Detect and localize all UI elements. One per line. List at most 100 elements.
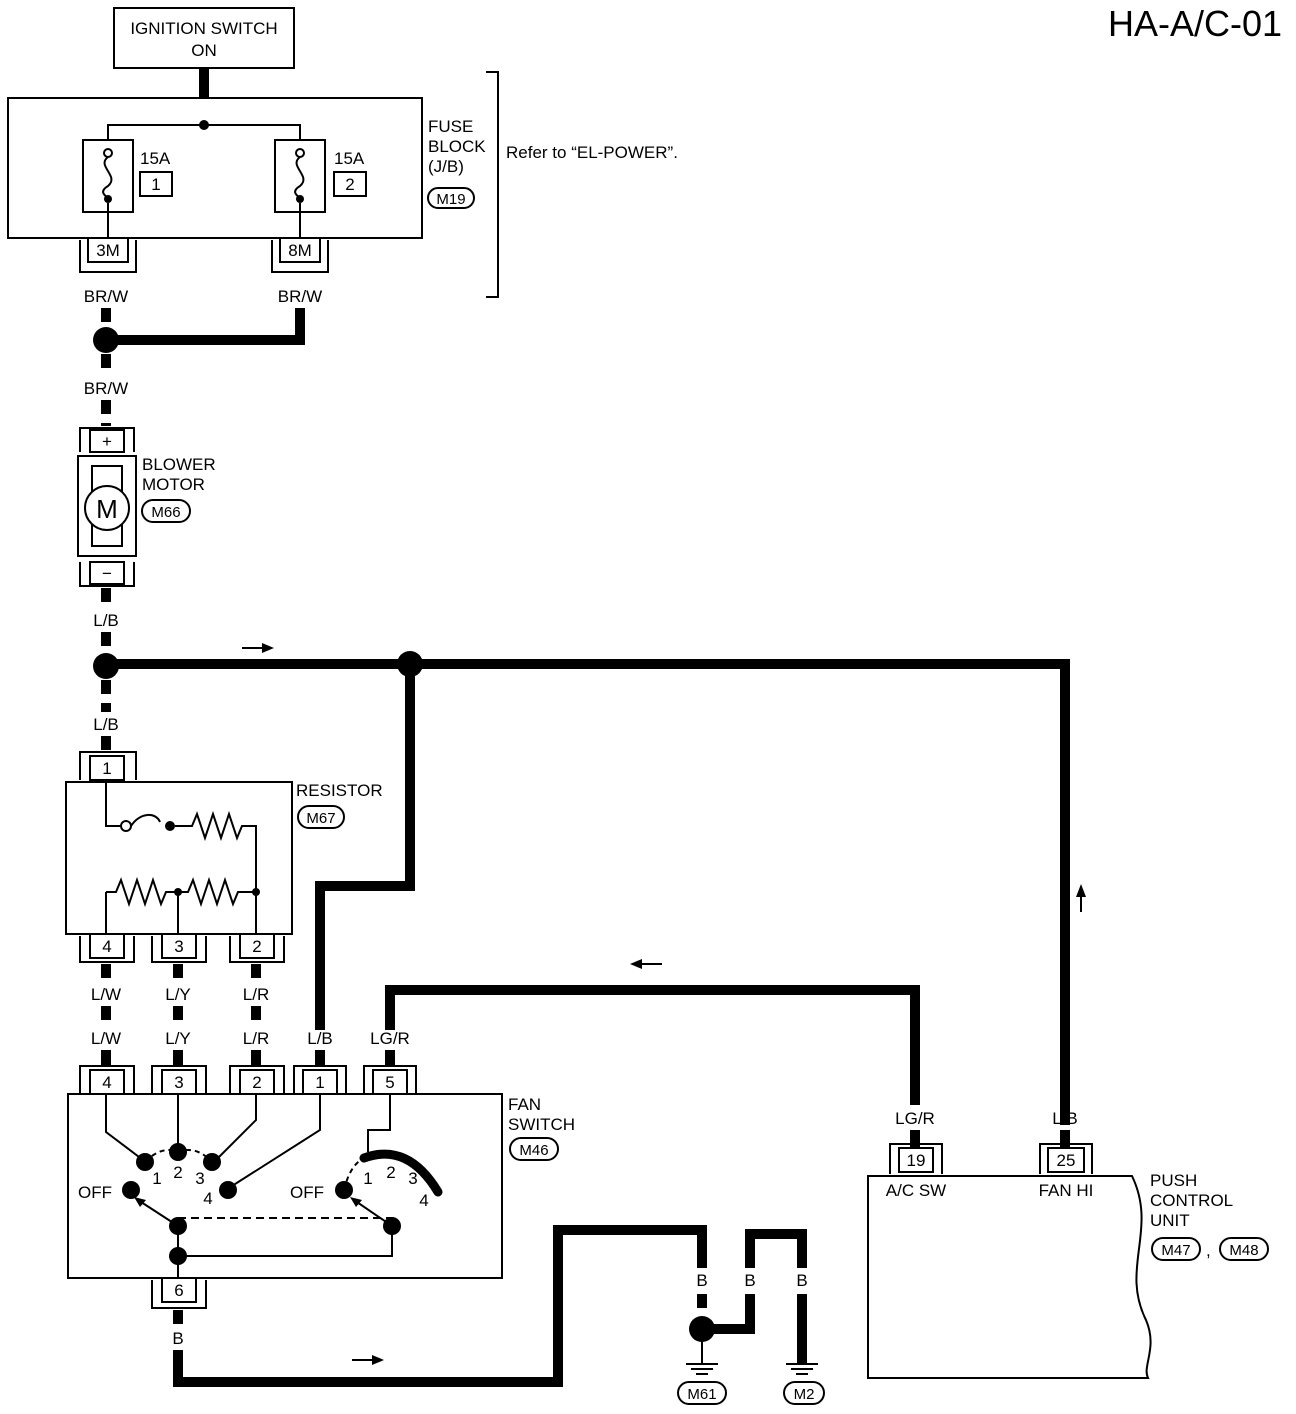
wire-label-brw-left: BR/W <box>84 287 128 306</box>
fuse-block-bracket <box>486 71 499 298</box>
blower-motor-connector: M66 <box>151 504 180 521</box>
wire-label-ly-bottom: L/Y <box>165 1029 191 1048</box>
wire-label-b-1: B <box>696 1271 707 1290</box>
wire-brw-right <box>106 308 305 345</box>
terminal-8M: 8M <box>288 241 312 260</box>
fuse-block-label-2: BLOCK <box>428 137 486 156</box>
thermal-fuse-right <box>165 821 175 831</box>
fuse-block-connector: M19 <box>436 191 465 208</box>
resistor-pin-1: 1 <box>102 759 111 778</box>
ignition-switch: IGNITION SWITCH ON <box>113 7 295 69</box>
wire-lb-to-fan-switch <box>315 664 415 1030</box>
fan-switch-pin-6: 6 <box>174 1281 183 1300</box>
wire-label-lb-unit: L/B <box>1052 1109 1078 1128</box>
fan-switch-pos-2: 2 <box>173 1163 182 1182</box>
fan-switch: 4 3 2 1 5 1 2 3 4 OFF <box>67 1065 575 1309</box>
wire-label-lb-resistor: L/B <box>93 715 119 734</box>
ground-symbol-m61: M61 <box>677 1363 727 1405</box>
fan-switch-pin-4: 4 <box>102 1073 111 1092</box>
fuse-2-number: 2 <box>345 175 354 194</box>
fuse-block-label-3: (J/B) <box>428 157 464 176</box>
fan-switch-r-pos-4: 4 <box>419 1191 428 1210</box>
fan-switch-r-pos-2: 2 <box>386 1163 395 1182</box>
resistor-pin-2: 2 <box>252 937 261 956</box>
ground-m2-label: M2 <box>794 1386 815 1403</box>
push-control-body <box>867 1175 1152 1379</box>
resistor-pin-4: 4 <box>102 937 111 956</box>
wire-lb-to-push-control <box>410 659 1070 1125</box>
wire-label-lb-motor: L/B <box>93 611 119 630</box>
fuse-block-label: FUSE <box>428 117 473 136</box>
wire-label-lr-top: L/R <box>243 985 269 1004</box>
blower-motor-plus: + <box>102 432 112 451</box>
flow-arrow-right-1 <box>242 643 274 653</box>
fuse-block: 15A 1 15A 2 FUSE BLOCK (J/B) M19 <box>7 97 486 239</box>
wire-label-lw-bottom: L/W <box>91 1029 121 1048</box>
fan-switch-pos-3: 3 <box>195 1169 204 1188</box>
fuse-2: 15A 2 <box>274 139 367 238</box>
fan-switch-pin-1: 1 <box>315 1073 324 1092</box>
wire-label-b-3: B <box>796 1271 807 1290</box>
flow-arrow-right-2 <box>352 1355 384 1365</box>
flow-arrow-up <box>1076 884 1086 912</box>
thermal-fuse <box>130 814 161 827</box>
connector-3M: 3M <box>79 237 137 273</box>
page-id: HA-A/C-01 <box>1108 3 1282 44</box>
fan-switch-off-right: OFF <box>290 1183 324 1202</box>
terminal-3M: 3M <box>96 241 120 260</box>
push-control-pin-19: 19 <box>907 1151 926 1170</box>
resistor-feed <box>105 780 120 827</box>
wire-label-lgr-unit: LG/R <box>895 1109 935 1128</box>
push-control-fan-label: FAN HI <box>1039 1181 1094 1200</box>
resistor-connector: M67 <box>306 810 335 827</box>
wire-label-ly-top: L/Y <box>165 985 191 1004</box>
ignition-switch-state: ON <box>191 41 217 60</box>
blower-motor-symbol: M <box>96 494 118 524</box>
push-control-unit: 19 25 A/C SW FAN HI PUSH CONTROL UNIT M4… <box>867 1143 1269 1379</box>
push-control-connector-sep: , <box>1206 1241 1211 1260</box>
resistor-pin-3: 3 <box>174 937 183 956</box>
wire-b-switch-ground <box>173 1225 707 1387</box>
push-control-connector-b: M48 <box>1229 1242 1258 1259</box>
blower-motor-label-2: MOTOR <box>142 475 205 494</box>
connector-8M: 8M <box>271 237 329 273</box>
flow-arrow-left <box>630 959 662 969</box>
resistor-label: RESISTOR <box>296 781 383 800</box>
fan-switch-off-left: OFF <box>78 1183 112 1202</box>
fuse-1: 15A 1 <box>82 139 173 238</box>
wire-lgr <box>385 985 920 1105</box>
fan-switch-pos-1: 1 <box>152 1169 161 1188</box>
push-control-ac-label: A/C SW <box>886 1181 946 1200</box>
fan-switch-pin-5: 5 <box>385 1073 394 1092</box>
fuse-block-note: Refer to “EL-POWER”. <box>506 143 678 162</box>
fan-switch-label-2: SWITCH <box>508 1115 575 1134</box>
push-control-connector-a: M47 <box>1161 1242 1190 1259</box>
wire-label-lgr-fan: LG/R <box>370 1029 410 1048</box>
push-control-label-2: CONTROL <box>1150 1191 1233 1210</box>
ignition-switch-label: IGNITION SWITCH <box>130 19 277 38</box>
wire-label-b-switch: B <box>172 1329 183 1348</box>
ground-m61-label: M61 <box>687 1386 716 1403</box>
blower-motor: + M − BLOWER MOTOR M66 <box>77 427 216 587</box>
fuse-2-rating: 15A <box>334 149 365 168</box>
push-control-label: PUSH <box>1150 1171 1197 1190</box>
resistor-element-top <box>175 810 257 892</box>
splice-brw <box>93 327 119 353</box>
fan-switch-pin-2: 2 <box>252 1073 261 1092</box>
wire-label-lb-fan: L/B <box>307 1029 333 1048</box>
wire-label-lr-bottom: L/R <box>243 1029 269 1048</box>
wire-label-lw-top: L/W <box>91 985 121 1004</box>
wire-label-b-2: B <box>744 1271 755 1290</box>
blower-motor-minus: − <box>102 564 112 583</box>
resistor: 1 RESISTOR M67 4 3 2 <box>65 751 383 963</box>
splice-ground <box>689 1316 715 1342</box>
wire-label-brw-motor: BR/W <box>84 379 128 398</box>
wire-label-brw-right: BR/W <box>278 287 322 306</box>
fuse-1-number: 1 <box>151 175 160 194</box>
fuse-bus-junction <box>199 120 209 130</box>
blower-motor-label: BLOWER <box>142 455 216 474</box>
fan-switch-pos-4: 4 <box>203 1189 212 1208</box>
fan-switch-r-pos-1: 1 <box>363 1169 372 1188</box>
ground-symbol-m2: M2 <box>783 1363 825 1405</box>
